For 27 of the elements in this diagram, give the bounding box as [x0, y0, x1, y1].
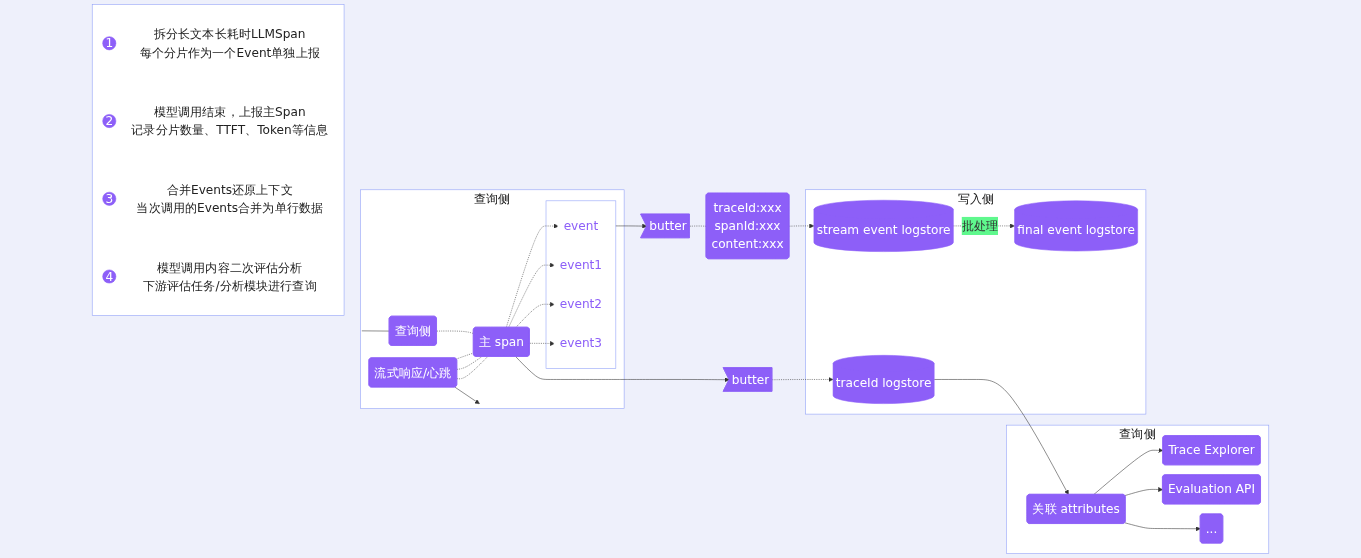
connector-line — [456, 356, 488, 380]
step-number-circle: 1 — [102, 36, 117, 51]
database-cylinder: final event logstore — [1014, 200, 1138, 252]
process-box: traceId:xxx spanId:xxx content:xxx — [705, 192, 790, 259]
step-number-circle: 2 — [102, 114, 117, 128]
connector-line — [436, 330, 474, 334]
database-cylinder: stream event logstore — [813, 199, 954, 252]
step-number-circle: 4 — [102, 269, 117, 284]
process-box: 主 span — [473, 326, 530, 357]
process-box: 关联 attributes — [1026, 494, 1126, 524]
database-cylinder: traceId logstore — [832, 355, 935, 404]
connector-line — [689, 225, 707, 227]
process-box: Evaluation API — [1162, 474, 1261, 505]
connector-line — [456, 352, 474, 360]
connector-line — [456, 356, 482, 370]
process-box: 流式响应/心跳 — [368, 357, 458, 388]
step-number-circle: 3 — [102, 191, 117, 206]
step-description: 模型调用内容二次评估分析 下游评估任务/分析模块进行查询 — [136, 252, 323, 301]
connector-line — [361, 330, 390, 332]
step-description: 合并Events还原上下文 当次调用的Events合并为单行数据 — [130, 174, 329, 223]
tag-shape: butter — [640, 213, 690, 239]
process-box: ... — [1199, 513, 1224, 544]
process-box: 查询侧 — [388, 315, 437, 346]
step-description: 拆分长文本长耗时LLMSpan 每个分片作为一个Event单独上报 — [133, 19, 326, 68]
process-box: Trace Explorer — [1162, 435, 1261, 466]
step-description: 模型调用结束，上报主Span 记录分片数量、TTFT、Token等信息 — [125, 97, 334, 145]
tag-shape: butter — [722, 367, 773, 392]
